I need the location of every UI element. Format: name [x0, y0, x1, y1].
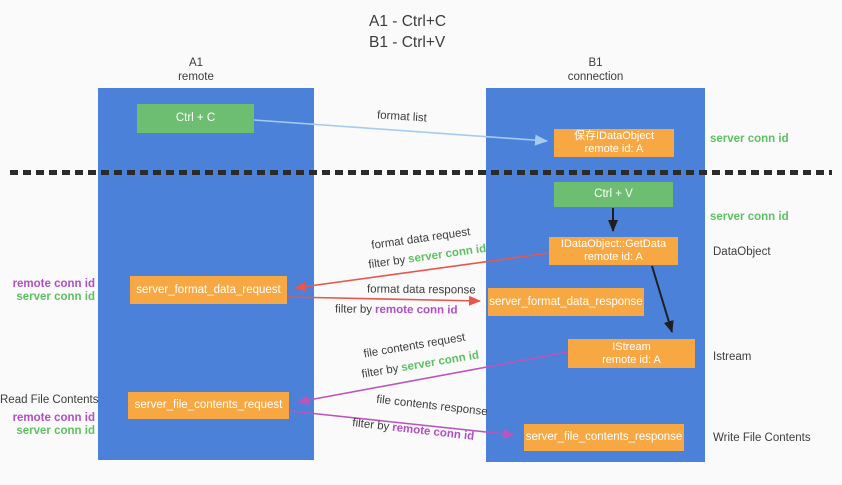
annotation-server-conn-id-top: server conn id — [710, 133, 789, 145]
node-istream-line1: IStream — [612, 340, 651, 353]
filter-by-prefix: filter by — [360, 362, 400, 381]
annotation-istream: Istream — [713, 351, 751, 363]
filter-by-prefix: filter by — [367, 254, 407, 272]
node-ctrl-v-label: Ctrl + V — [594, 188, 633, 200]
node-server-format-data-response: server_format_data_response — [488, 288, 644, 316]
node-idataobject-getdata: IDataObject::GetData remote id: A — [549, 237, 678, 265]
node-server-file-contents-response: server_file_contents_response — [524, 424, 684, 451]
label-file-contents-response: file contents response — [376, 394, 489, 419]
lifeline-header-a1: A1 remote — [88, 56, 304, 84]
remote-conn-id-text: remote conn id — [375, 303, 458, 317]
lifeline-a1-role: remote — [178, 71, 214, 83]
annotation-text: Istream — [713, 351, 752, 363]
annotation-remote-conn-id: remote conn id — [12, 412, 95, 424]
annotation-text: Read File Contents — [0, 394, 99, 406]
node-ctrl-v: Ctrl + V — [554, 182, 673, 207]
node-file-request-label: server_file_contents_request — [134, 399, 283, 411]
server-conn-id-text: server conn id — [400, 349, 480, 375]
filter-by-prefix: filter by — [334, 303, 373, 316]
annotation-text: server conn id — [710, 211, 789, 223]
annotation-read-file-contents: Read File Contents — [0, 394, 99, 407]
format-data-response-arrow — [287, 295, 481, 306]
annotation-text: Write File Contents — [713, 432, 811, 444]
lifeline-b1-role: connection — [567, 71, 624, 83]
annotation-conn-ids-bottom: remote conn id server conn id — [0, 412, 95, 438]
lifeline-a1-name: A1 — [188, 57, 204, 69]
phase-separator-dotted-line — [10, 170, 832, 175]
filter-by-prefix: filter by — [351, 417, 390, 434]
remote-conn-id-text: remote conn id — [391, 421, 475, 443]
label-file-contents-response-text: file contents response — [375, 393, 489, 419]
annotation-dataobject: DataObject — [713, 246, 771, 258]
title-line-1: A1 - Ctrl+C — [369, 13, 447, 30]
node-ctrl-c-label: Ctrl + C — [175, 112, 216, 124]
annotation-server-conn-id: server conn id — [16, 425, 95, 437]
annotation-remote-conn-id: remote conn id — [12, 278, 95, 290]
label-format-list-text: format list — [376, 109, 428, 125]
annotation-server-conn-id-mid: server conn id — [710, 211, 789, 223]
annotation-text: server conn id — [710, 133, 789, 145]
annotation-conn-ids-top: remote conn id server conn id — [0, 278, 95, 304]
node-save-idataobject-line1: 保存IDataObject — [573, 130, 655, 142]
diagram-title: A1 - Ctrl+C B1 - Ctrl+V — [369, 11, 446, 53]
node-ctrl-c: Ctrl + C — [137, 104, 254, 133]
lifeline-b1-name: B1 — [588, 57, 603, 69]
node-getdata-line2: remote id: A — [584, 251, 643, 263]
label-format-list: format list — [377, 109, 427, 124]
node-format-response-label: server_format_data_response — [489, 295, 643, 308]
node-getdata-line1: IDataObject::GetData — [560, 238, 667, 250]
node-istream: IStream remote id: A — [568, 339, 695, 368]
annotation-server-conn-id: server conn id — [16, 291, 95, 303]
server-conn-id-text: server conn id — [407, 242, 487, 266]
lifeline-header-b1: B1 connection — [486, 56, 705, 84]
node-server-format-data-request: server_format_data_request — [130, 276, 287, 304]
node-save-idataobject: 保存IDataObject remote id: A — [554, 129, 674, 157]
annotation-write-file-contents: Write File Contents — [713, 432, 811, 444]
label-format-data-response-text: format data response — [366, 283, 476, 297]
title-line-2: B1 - Ctrl+V — [369, 34, 446, 51]
node-format-request-label: server_format_data_request — [136, 283, 281, 296]
node-save-idataobject-line2: remote id: A — [584, 143, 644, 155]
node-file-response-label: server_file_contents_response — [525, 431, 683, 443]
annotation-text: DataObject — [713, 246, 771, 258]
node-istream-line2: remote id: A — [602, 353, 661, 366]
node-server-file-contents-request: server_file_contents_request — [128, 392, 289, 419]
label-format-data-response: format data response — [367, 284, 476, 297]
